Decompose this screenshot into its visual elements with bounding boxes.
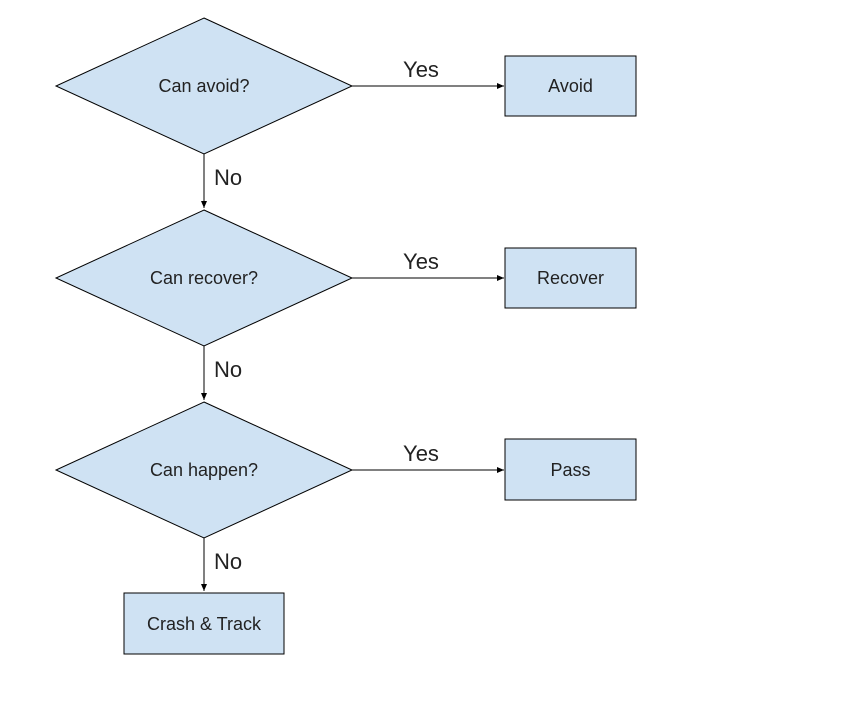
edge-label-yes-avoid: Yes [403, 57, 439, 82]
outcome-crash-track: Crash & Track [123, 592, 285, 655]
outcome-label: Crash & Track [147, 614, 262, 634]
outcome-label: Recover [537, 268, 604, 288]
edge-label-yes-pass: Yes [403, 441, 439, 466]
outcome-label: Avoid [548, 76, 593, 96]
box-shape [504, 247, 637, 309]
decision-label: Can happen? [150, 460, 258, 480]
outcome-avoid: Avoid [504, 55, 637, 117]
box-shape [504, 55, 637, 117]
edge-label-no-crash: No [214, 549, 242, 574]
diamond-shape [54, 209, 354, 347]
diamond-shape [54, 17, 354, 155]
outcome-pass: Pass [504, 438, 637, 501]
box-shape [504, 438, 637, 501]
edge-label-no-happen: No [214, 357, 242, 382]
decision-can-avoid: Can avoid? [54, 17, 354, 155]
decision-label: Can avoid? [158, 76, 249, 96]
outcome-label: Pass [550, 460, 590, 480]
edge-label-no-recover: No [214, 165, 242, 190]
diamond-shape [54, 401, 354, 539]
edge-label-yes-recover: Yes [403, 249, 439, 274]
outcome-recover: Recover [504, 247, 637, 309]
decision-label: Can recover? [150, 268, 258, 288]
box-shape [123, 592, 285, 655]
decision-can-happen: Can happen? [54, 401, 354, 539]
decision-can-recover: Can recover? [54, 209, 354, 347]
